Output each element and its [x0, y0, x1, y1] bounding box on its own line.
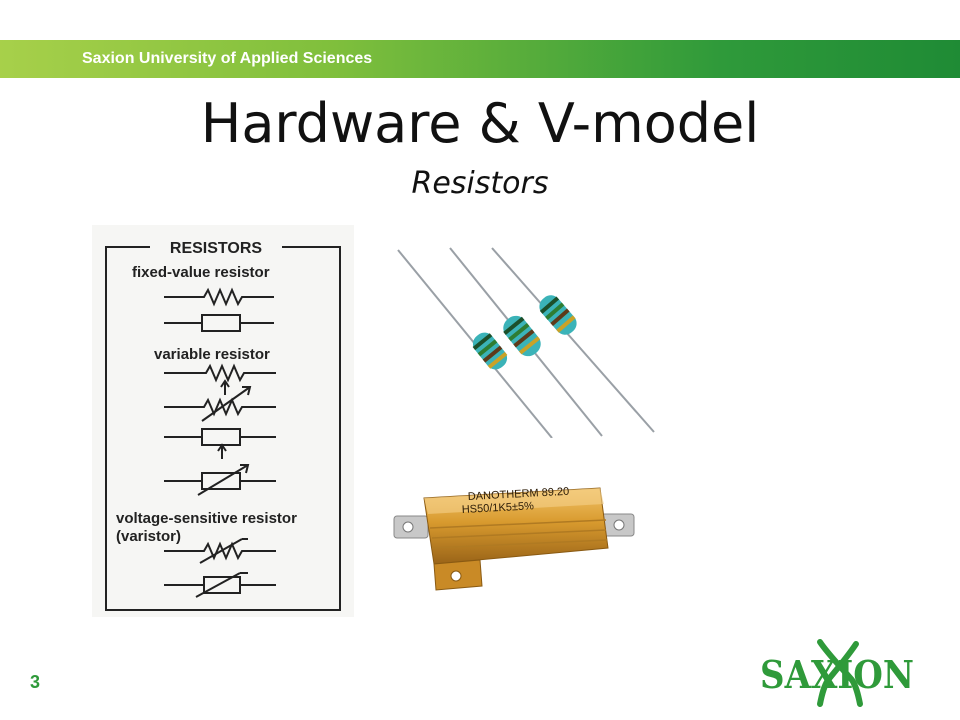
- voltage-resistor-label: voltage-sensitive resistor: [116, 510, 297, 527]
- varistor-label: (varistor): [116, 528, 181, 545]
- power-resistor-label-line2: HS50/1K5±5%: [462, 500, 535, 516]
- page-number: 3: [30, 672, 41, 692]
- power-resistor-photo: DANOTHERM 89.20 HS50/1K5±5%: [393, 486, 635, 591]
- slide-subtitle: Resistors: [411, 166, 549, 201]
- axial-resistors-photo: [397, 247, 655, 438]
- figure-heading: RESISTORS: [170, 240, 263, 257]
- organization-name: Saxion University of Applied Sciences: [82, 50, 373, 67]
- logo-swoosh-1: [817, 639, 863, 707]
- resistor-symbols-figure: RESISTORS fixed-value resistor variable …: [92, 225, 354, 617]
- resistor-2: [503, 315, 541, 357]
- resistor-3: [539, 295, 577, 335]
- header-banner: Saxion University of Applied Sciences: [0, 40, 960, 78]
- logo-text: SAXION: [760, 652, 914, 697]
- logo-swoosh-2: [817, 641, 859, 707]
- power-resistor-label-line1: DANOTHERM 89.20: [468, 486, 570, 503]
- fixed-resistor-label: fixed-value resistor: [132, 264, 270, 281]
- resistor-symbols-diagram: RESISTORS fixed-value resistor variable …: [105, 240, 341, 611]
- slide-title: Hardware & V-model: [200, 92, 760, 155]
- saxion-logo: SAXION: [760, 639, 914, 707]
- resistor-1: [472, 332, 508, 370]
- variable-resistor-label: variable resistor: [154, 346, 270, 363]
